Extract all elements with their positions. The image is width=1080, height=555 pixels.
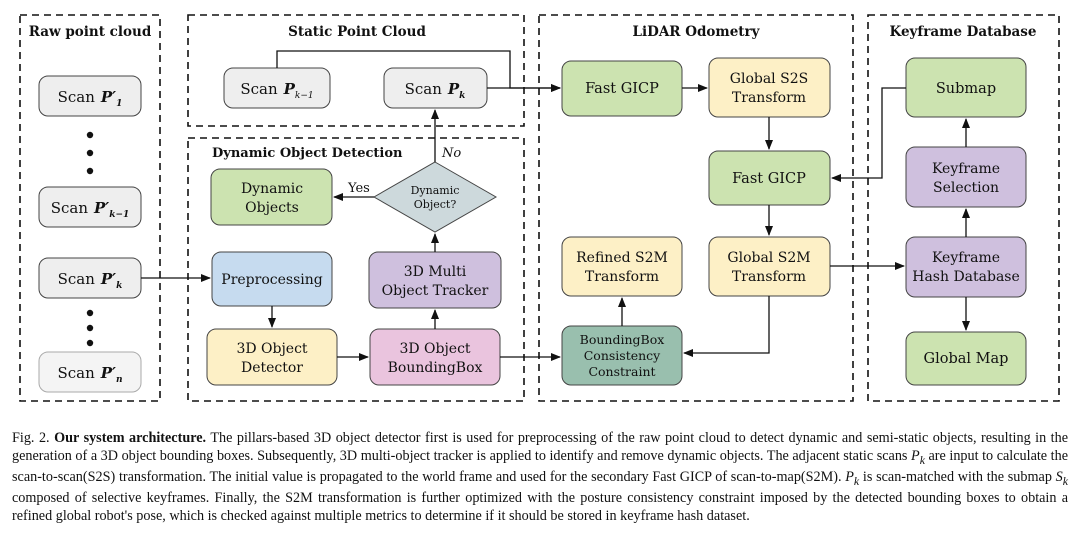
svg-text:3D Object: 3D Object	[236, 341, 307, 357]
edge-submap-to-fast-gicp-2	[831, 87, 906, 182]
ellipsis-dots-bottom	[86, 309, 94, 347]
section-title-keyframe: Keyframe Database	[890, 24, 1037, 40]
svg-text:Objects: Objects	[245, 200, 299, 216]
svg-text:Fast GICP: Fast GICP	[585, 81, 659, 97]
section-static-point-cloud: Static Point Cloud	[187, 14, 525, 127]
node-3d-multi-object-tracker: 3D Multi Object Tracker	[368, 251, 502, 309]
edge-label-no: No	[441, 146, 461, 161]
svg-text:BoundingBox: BoundingBox	[580, 332, 665, 347]
node-dynamic-objects: Dynamic Objects	[210, 168, 333, 226]
node-submap: Submap	[905, 57, 1027, 118]
svg-text:Dynamic: Dynamic	[411, 184, 460, 197]
node-refined-s2m-transform: Refined S2M Transform	[561, 236, 683, 297]
architecture-diagram: Raw point cloud Static Point Cloud Dynam…	[19, 14, 1060, 402]
svg-text:Submap: Submap	[936, 81, 996, 97]
caption-title: Our system architecture.	[54, 430, 207, 446]
caption-fig-number: Fig. 2.	[12, 430, 50, 446]
svg-text:Selection: Selection	[933, 180, 999, 196]
ellipsis-dots-top	[86, 131, 94, 175]
node-fast-gicp-s2s: Fast GICP	[561, 60, 683, 117]
svg-text:3D Multi: 3D Multi	[404, 264, 467, 280]
node-3d-object-detector: 3D Object Detector	[206, 328, 338, 386]
svg-text:BoundingBox: BoundingBox	[388, 360, 483, 376]
svg-text:Hash Database: Hash Database	[912, 269, 1020, 285]
section-raw-point-cloud: Raw point cloud	[19, 14, 161, 402]
section-title-static: Static Point Cloud	[288, 24, 426, 40]
svg-text:Preprocessing: Preprocessing	[221, 272, 322, 288]
svg-text:Keyframe: Keyframe	[932, 161, 1000, 177]
node-global-s2s-transform: Global S2S Transform	[708, 57, 831, 118]
section-title-raw: Raw point cloud	[29, 24, 152, 40]
section-dynamic-object-detection: Dynamic Object Detection	[187, 137, 525, 402]
edge-s2m-to-consistency	[683, 296, 770, 357]
node-3d-object-boundingbox: 3D Object BoundingBox	[369, 328, 501, 386]
section-title-dynamic: Dynamic Object Detection	[212, 146, 403, 161]
node-keyframe-hash-database: Keyframe Hash Database	[905, 236, 1027, 298]
svg-text:Object Tracker: Object Tracker	[382, 283, 489, 299]
svg-text:Transform: Transform	[585, 269, 659, 285]
svg-text:Fast GICP: Fast GICP	[732, 171, 806, 187]
svg-text:Keyframe: Keyframe	[932, 250, 1000, 266]
figure-caption: Fig. 2. Our system architecture. The pil…	[12, 430, 1069, 525]
node-fast-gicp-s2m: Fast GICP	[708, 150, 831, 206]
section-lidar-odometry: LiDAR Odometry	[538, 14, 854, 402]
svg-text:Global S2S: Global S2S	[730, 71, 808, 87]
section-keyframe-database: Keyframe Database	[867, 14, 1060, 402]
svg-text:Global S2M: Global S2M	[727, 250, 810, 266]
edge-label-yes: Yes	[347, 181, 370, 196]
svg-text:3D Object: 3D Object	[399, 341, 470, 357]
svg-text:Transform: Transform	[732, 90, 806, 106]
node-dynamic-object-decision: Dynamic Object?	[372, 161, 498, 233]
svg-text:Transform: Transform	[732, 269, 806, 285]
svg-text:Refined S2M: Refined S2M	[576, 250, 668, 266]
node-keyframe-selection: Keyframe Selection	[905, 146, 1027, 208]
section-title-lidar: LiDAR Odometry	[633, 24, 761, 40]
svg-text:Global Map: Global Map	[924, 351, 1009, 367]
svg-text:Dynamic: Dynamic	[241, 181, 303, 197]
svg-text:Object?: Object?	[414, 198, 457, 211]
node-global-map: Global Map	[905, 331, 1027, 386]
svg-text:Constraint: Constraint	[588, 364, 655, 379]
node-preprocessing: Preprocessing	[211, 251, 333, 307]
svg-text:Consistency: Consistency	[584, 348, 661, 363]
node-boundingbox-consistency-constraint: BoundingBox Consistency Constraint	[561, 325, 683, 386]
svg-text:Detector: Detector	[241, 360, 303, 376]
node-global-s2m-transform: Global S2M Transform	[708, 236, 831, 297]
